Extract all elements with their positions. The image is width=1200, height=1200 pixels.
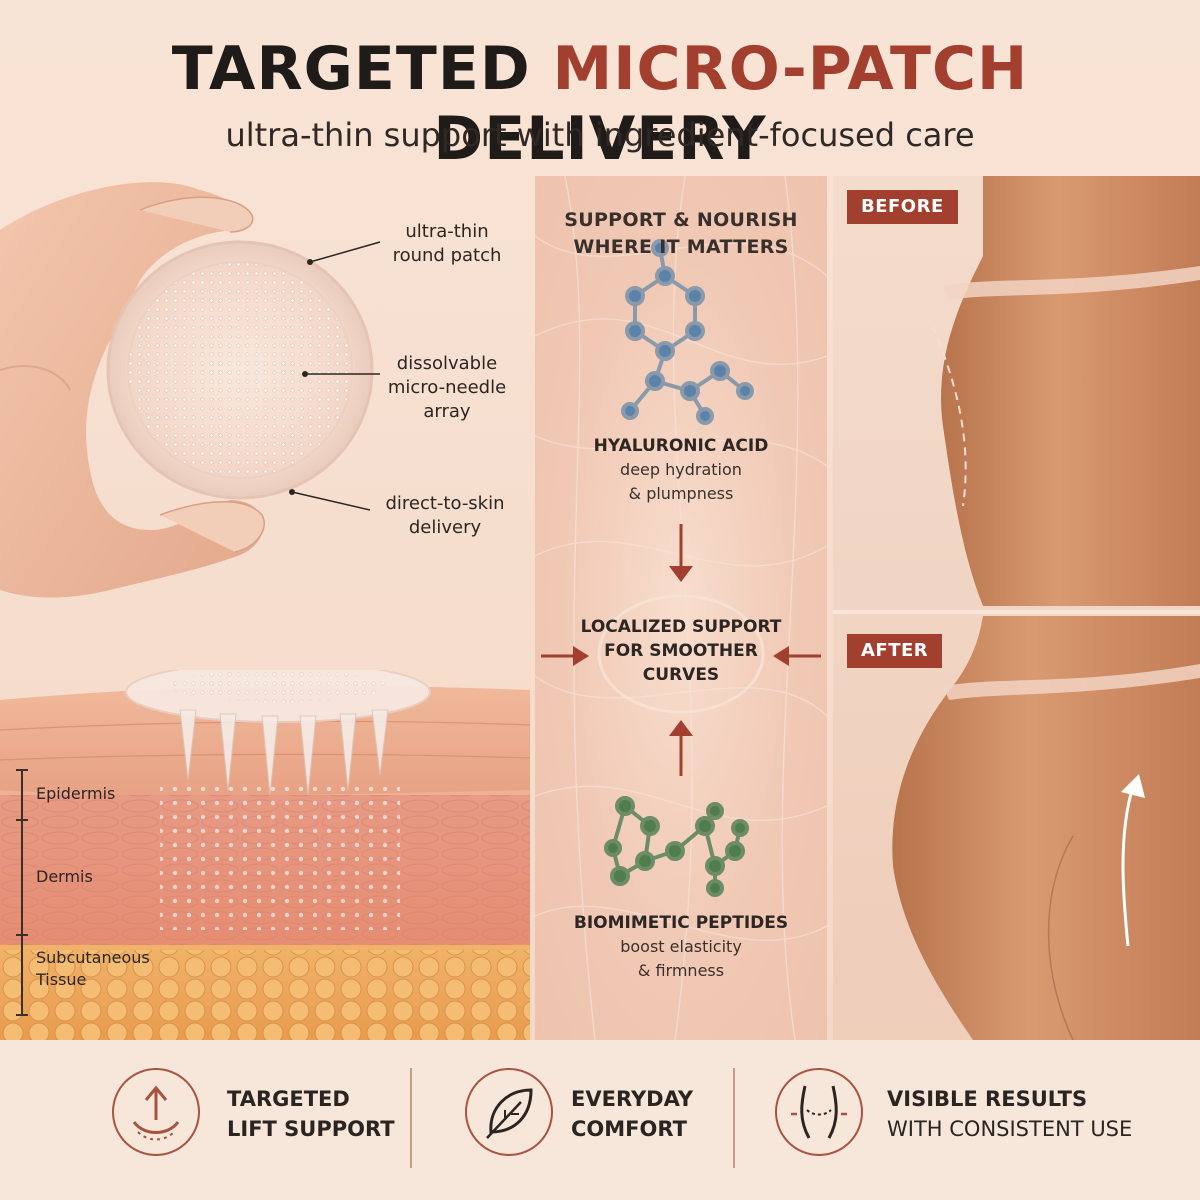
feature-comfort-line2: COMFORT <box>571 1117 687 1141</box>
callout-direct-delivery: direct-to-skin delivery <box>385 493 505 538</box>
feature-footer: TARGETED LIFT SUPPORT EVERYDAY COMFORT <box>0 1040 1200 1200</box>
after-badge: AFTER <box>847 634 943 668</box>
layer-label-dermis: Dermis <box>36 867 93 886</box>
before-after-illustration <box>833 176 1200 1040</box>
body-contour-icon <box>775 1068 863 1156</box>
page-subtitle: ultra-thin support with ingredient-focus… <box>225 116 975 154</box>
feature-results-line2: WITH CONSISTENT USE <box>887 1117 1133 1141</box>
footer-divider <box>410 1068 412 1168</box>
peptides-desc1: boost elasticity <box>620 937 742 956</box>
ingredients-heading: SUPPORT & NOURISH WHERE IT MATTERS <box>564 209 798 258</box>
leaf-icon <box>465 1068 553 1156</box>
hyaluronic-acid-name: HYALURONIC ACID <box>593 436 769 456</box>
hand-holding-patch-illustration <box>0 182 381 598</box>
callout-round-patch: ultra-thin round patch <box>392 221 502 266</box>
feature-results-line1: VISIBLE RESULTS <box>887 1087 1088 1111</box>
footer-divider <box>733 1068 735 1168</box>
lift-arrow-icon <box>112 1068 200 1156</box>
before-after-panel: BEFORE AFTER <box>833 176 1200 1040</box>
feature-lift-line2: LIFT SUPPORT <box>227 1117 395 1141</box>
peptides-name: BIOMIMETIC PEPTIDES <box>573 913 789 933</box>
ingredients-panel: SUPPORT & NOURISH WHERE IT MATTERS HYALU… <box>535 176 827 1040</box>
hyaluronic-acid-desc2: & plumpness <box>628 484 734 503</box>
feature-comfort-line1: EVERYDAY <box>571 1087 694 1111</box>
feature-lift-support: TARGETED LIFT SUPPORT <box>112 1040 402 1200</box>
hyaluronic-acid-molecule <box>621 239 754 425</box>
hyaluronic-acid-block: HYALURONIC ACID deep hydration & plumpne… <box>535 434 827 506</box>
title-accent: MICRO-PATCH <box>552 34 1029 104</box>
layer-label-epidermis: Epidermis <box>36 784 116 803</box>
peptides-block: BIOMIMETIC PEPTIDES boost elasticity & f… <box>535 911 827 983</box>
patch-panel: ultra-thin round patch dissolvable micro… <box>0 170 530 1040</box>
layer-label-subcutaneous: Subcutaneous <box>36 948 150 967</box>
page-title: TARGETED MICRO-PATCH DELIVERY <box>0 34 1200 174</box>
feature-everyday-comfort: EVERYDAY COMFORT <box>465 1040 715 1200</box>
skin-cross-section-illustration <box>0 670 530 1040</box>
feature-lift-line1: TARGETED <box>227 1087 350 1111</box>
peptides-desc2: & firmness <box>637 961 725 980</box>
feature-visible-results: VISIBLE RESULTS WITH CONSISTENT USE <box>775 1040 1175 1200</box>
collagen-fiber-background <box>535 176 827 1040</box>
hyaluronic-acid-desc1: deep hydration <box>620 460 742 479</box>
layer-label-tissue: Tissue <box>36 970 87 989</box>
localized-support-block: LOCALIZED SUPPORT FOR SMOOTHER CURVES <box>580 617 782 685</box>
callout-microneedle-array: dissolvable micro-needle array <box>387 353 507 422</box>
peptide-molecule <box>604 796 749 897</box>
title-part1: TARGETED <box>171 34 531 104</box>
before-badge: BEFORE <box>847 190 958 224</box>
title-part2: DELIVERY <box>433 104 767 174</box>
